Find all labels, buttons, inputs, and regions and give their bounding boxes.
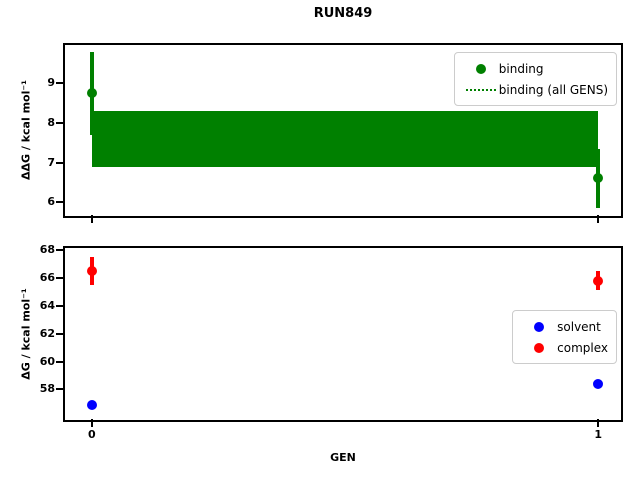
legend-label-binding-all-gens: binding (all GENS) <box>498 82 608 97</box>
data-point-solvent <box>86 399 97 410</box>
y-tick-label: 7 <box>47 155 55 169</box>
y-tick <box>56 121 63 124</box>
y-tick-label: 64 <box>39 298 55 312</box>
data-point-binding <box>86 88 97 99</box>
legend-marker-cell <box>521 321 557 332</box>
binding-legend: binding binding (all GENS) <box>453 52 617 106</box>
data-point-complex <box>86 265 97 276</box>
complex-dot-icon <box>534 342 545 353</box>
y-tick <box>56 388 63 391</box>
binding-dot-icon <box>475 63 486 74</box>
data-point-binding <box>593 173 604 184</box>
y-tick-label: 68 <box>39 243 55 257</box>
x-tick <box>597 419 600 427</box>
y-tick-label: 58 <box>39 382 55 396</box>
solvent-dot-icon <box>534 321 545 332</box>
y-tick <box>56 304 63 307</box>
y-tick <box>56 161 63 164</box>
legend-marker-cell <box>463 88 499 91</box>
dotted-line-icon <box>465 88 496 91</box>
data-point-solvent <box>593 378 604 389</box>
legend-row-complex: complex <box>521 337 608 358</box>
y-tick <box>56 201 63 204</box>
y-tick-label: 8 <box>47 115 55 129</box>
dg-legend: solvent complex <box>512 310 617 364</box>
top-plot-area: binding binding (all GENS) 6 7 8 9 <box>47 43 623 223</box>
data-point-complex <box>593 275 604 286</box>
legend-label-complex: complex <box>557 340 608 355</box>
legend-label-solvent: solvent <box>557 319 601 334</box>
y-tick <box>56 249 63 252</box>
x-tick <box>597 215 600 223</box>
x-tick <box>90 419 93 427</box>
x-tick <box>90 215 93 223</box>
y-tick <box>56 332 63 335</box>
x-axis-label: GEN <box>330 451 356 464</box>
legend-row-binding: binding <box>463 58 608 79</box>
bottom-plot-area: solvent complex 58 60 62 64 66 68 0 1 <box>40 243 623 441</box>
legend-marker-cell <box>463 63 499 74</box>
y-tick-label: 9 <box>47 76 55 90</box>
y-tick-label: 60 <box>39 354 55 368</box>
x-tick-label: 0 <box>88 428 96 441</box>
uncertainty-band-binding-all-gens- <box>91 111 599 167</box>
y-tick-label: 6 <box>47 195 55 209</box>
y-tick-label: 66 <box>39 270 55 284</box>
x-tick-label: 1 <box>594 428 603 441</box>
y-tick-label: 62 <box>39 326 55 340</box>
legend-row-binding-all-gens: binding (all GENS) <box>463 79 608 100</box>
y-tick <box>56 276 63 279</box>
legend-label-binding: binding <box>498 61 544 76</box>
y-tick <box>56 82 63 85</box>
y-tick <box>56 360 63 363</box>
legend-row-solvent: solvent <box>521 316 608 337</box>
legend-marker-cell <box>521 342 557 353</box>
figure-title: RUN849 <box>313 6 373 21</box>
